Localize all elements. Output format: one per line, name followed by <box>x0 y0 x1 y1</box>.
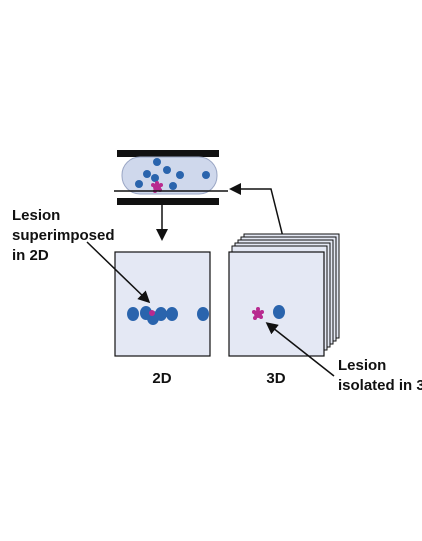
label-3d: 3D <box>266 370 285 387</box>
label-lesion-superimposed: Lesion superimposed in 2D <box>12 207 119 264</box>
tissue-blob <box>176 171 184 179</box>
label-line: in 2D <box>12 247 49 264</box>
tissue-blob <box>166 307 178 321</box>
panel-3d-image <box>228 251 325 357</box>
tissue-blob <box>273 305 285 319</box>
label-2d: 2D <box>152 370 171 387</box>
tissue-blob <box>151 174 159 182</box>
bottom-compression-plate <box>117 198 219 205</box>
panel-2d-image <box>114 251 211 357</box>
breast-tissue-blobs <box>135 158 210 190</box>
compression-device <box>114 150 228 205</box>
panel-2d <box>114 251 211 357</box>
label-line: isolated in 3D <box>338 377 422 394</box>
tissue-blob <box>169 182 177 190</box>
tissue-blob <box>127 307 139 321</box>
superimposed-blobs <box>127 306 209 325</box>
tissue-blob <box>135 180 143 188</box>
tissue-blob <box>155 307 167 321</box>
label-line: Lesion <box>12 207 60 224</box>
arrow-superimposed-pointer <box>86 241 151 304</box>
arrow-isolated-pointer <box>265 322 335 377</box>
top-compression-plate <box>117 150 219 157</box>
tissue-blob <box>163 166 171 174</box>
panel-3d-stack <box>228 233 340 357</box>
isolated-lesion-icon <box>252 307 264 320</box>
label-line: superimposed <box>12 227 115 244</box>
compressed-breast <box>121 156 218 195</box>
hidden-lesion-icon <box>149 310 155 316</box>
tissue-blob <box>153 158 161 166</box>
tissue-blob <box>143 170 151 178</box>
tissue-blob <box>202 171 210 179</box>
label-line: Lesion <box>338 357 386 374</box>
tissue-blob <box>197 307 209 321</box>
label-lesion-isolated: Lesion isolated in 3D <box>338 357 422 394</box>
